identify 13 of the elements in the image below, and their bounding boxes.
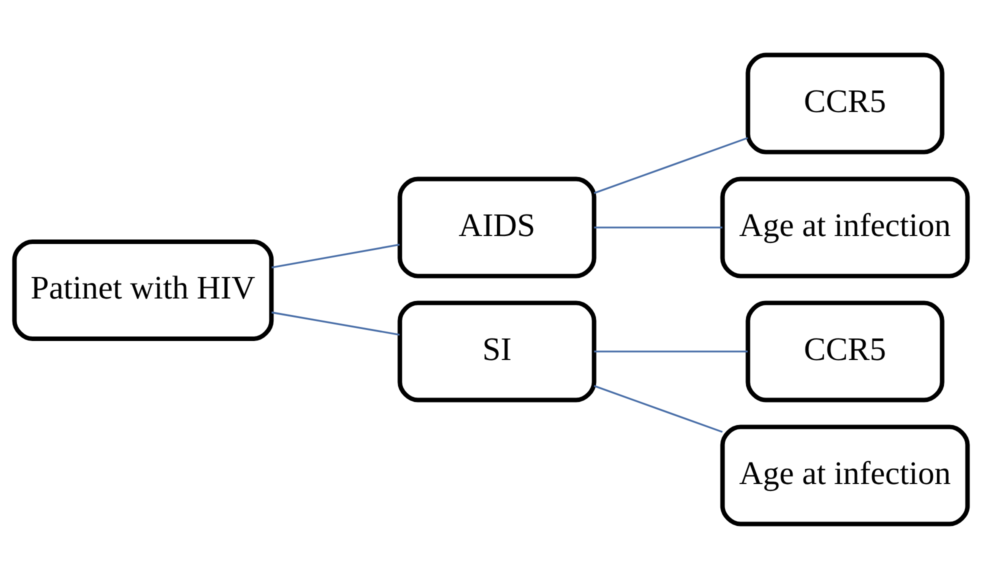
node-box: CCR5 [746,52,944,154]
connector [594,350,748,352]
node-box: Patinet with HIV [12,239,274,342]
connector [594,385,723,433]
node-box: SI [398,300,596,402]
node-box: CCR5 [746,300,944,402]
node-box: Age at infection [720,176,970,278]
connector [594,137,748,194]
connector [272,244,400,268]
node-box: AIDS [398,176,596,278]
connector [272,312,400,336]
connector [594,226,722,228]
node-box: Age at infection [720,424,970,526]
